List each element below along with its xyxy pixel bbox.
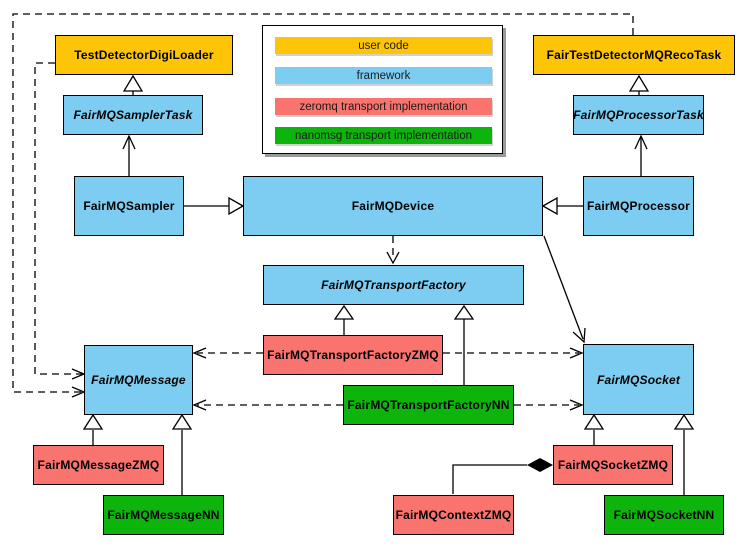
arrowhead-processortask-bottom	[634, 134, 648, 150]
arrowhead-samplertask-bottom	[122, 134, 136, 150]
node-fairmqsampler: FairMQSampler	[74, 176, 184, 236]
node-fairmqprocessortask: FairMQProcessorTask	[573, 95, 704, 135]
node-fairmqtransportfactory: FairMQTransportFactory	[263, 265, 524, 305]
legend: user code framework zeromq transport imp…	[262, 25, 503, 154]
node-fairmqprocessor: FairMQProcessor	[583, 176, 694, 236]
edge-contextzmq-socketzmq	[452, 464, 527, 494]
triangle-digiloader	[122, 74, 144, 92]
triangle-recotask	[628, 74, 650, 92]
diamond-socketzmq	[527, 458, 553, 472]
node-fairmqmessage: FairMQMessage	[84, 345, 193, 415]
node-fairmqtransportfactoryzmq: FairMQTransportFactoryZMQ	[263, 335, 443, 375]
triangle-factory-right	[453, 304, 475, 320]
triangle-message-right	[171, 413, 193, 430]
legend-item-framework: framework	[275, 67, 492, 84]
legend-item-nanomsg: nanomsg transport implementation	[275, 127, 492, 144]
triangle-device-right	[541, 196, 558, 216]
edge-recotask-message-route	[12, 13, 634, 393]
triangle-socket-right	[673, 413, 695, 430]
arrowhead-socket-top	[572, 327, 586, 344]
legend-item-zeromq: zeromq transport implementation	[275, 98, 492, 115]
edge-device-socket	[543, 235, 584, 340]
arrowhead-socket-left-lower	[569, 399, 584, 411]
legend-item-user-code: user code	[275, 37, 492, 54]
triangle-device-left	[228, 196, 245, 216]
node-fairmqmessagenn: FairMQMessageNN	[103, 495, 224, 535]
node-fairmqtransportfactorynn: FairMQTransportFactoryNN	[343, 385, 514, 425]
node-fairmqsamplertask: FairMQSamplerTask	[63, 95, 203, 135]
arrowhead-transportfactory-top	[386, 251, 400, 265]
arrowhead-message-right-upper	[192, 347, 207, 359]
node-fairmqdevice: FairMQDevice	[243, 176, 543, 236]
triangle-message-left	[82, 413, 104, 430]
triangle-socket-left	[583, 413, 605, 430]
node-testdetectordigiloader: TestDetectorDigiLoader	[55, 35, 233, 75]
arrowhead-socket-left-upper	[569, 347, 584, 359]
arrowhead-message-right-lower	[192, 399, 207, 411]
node-fairmqsocketnn: FairMQSocketNN	[604, 495, 724, 535]
triangle-factory-left	[333, 304, 355, 320]
node-fairmqcontextzmq: FairMQContextZMQ	[393, 495, 514, 535]
node-fairtestdetectormqrecotask: FairTestDetectorMQRecoTask	[533, 35, 735, 75]
node-fairmqsocketzmq: FairMQSocketZMQ	[553, 445, 673, 485]
node-fairmqsocket: FairMQSocket	[583, 344, 694, 415]
edge-digiloader-message-route	[34, 62, 82, 375]
node-fairmqmessagezmq: FairMQMessageZMQ	[33, 445, 164, 485]
